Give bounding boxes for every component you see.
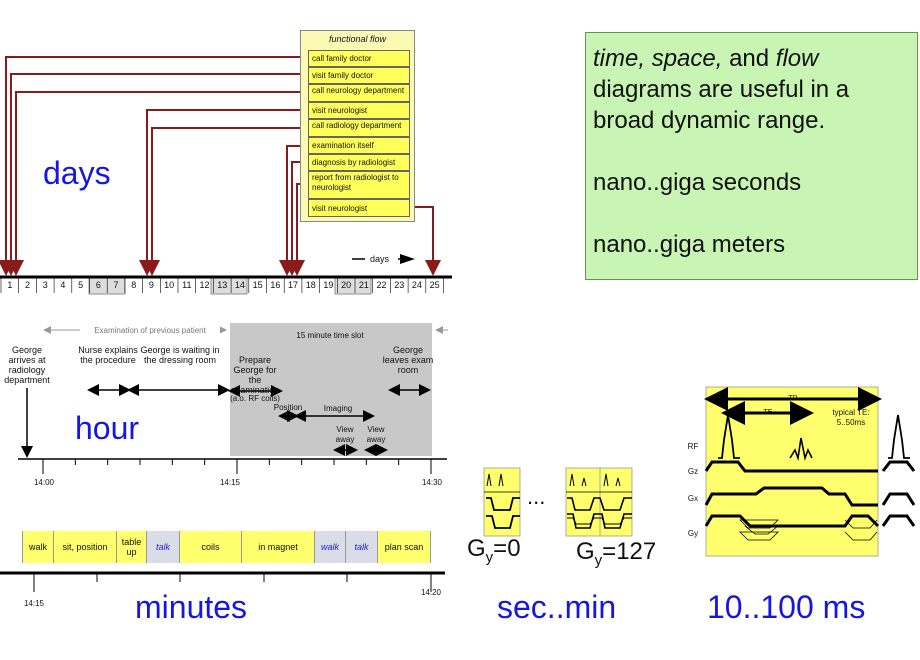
scale-label-hour: hour bbox=[75, 410, 140, 446]
tr-label: TR bbox=[788, 395, 798, 402]
row-label-gz: Gz bbox=[687, 467, 699, 476]
hour-axis-ticks bbox=[42, 459, 432, 474]
days-tick-label: 5 bbox=[78, 280, 84, 290]
label-leaves: George leaves exam room bbox=[382, 345, 434, 375]
label-rf-coils: (a.o. RF coils) bbox=[230, 394, 280, 403]
days-tick-label: 12 bbox=[199, 280, 210, 290]
minute-cell-plan: plan scan bbox=[378, 531, 431, 563]
scale-label-minutes: minutes bbox=[135, 589, 248, 625]
days-axis-ticks bbox=[0, 278, 444, 293]
days-tick-label: 18 bbox=[305, 280, 316, 290]
minutes-axis-ticks bbox=[33, 573, 432, 592]
days-tick-label: 10 bbox=[164, 280, 175, 290]
minute-cell-table: table up bbox=[117, 531, 147, 563]
note-line-1: time, space, and flow bbox=[593, 45, 819, 72]
functional-flow-title: functional flow bbox=[328, 34, 387, 44]
days-tick-label: 11 bbox=[182, 280, 192, 290]
days-tick-label: 2 bbox=[25, 280, 31, 290]
days-tick-label: 20 bbox=[341, 280, 352, 290]
days-tick-label: 4 bbox=[60, 280, 66, 290]
note-line-5: nano..giga meters bbox=[593, 231, 786, 258]
days-tick-label: 8 bbox=[131, 280, 137, 290]
hour-duration-arrows bbox=[87, 384, 431, 456]
gradient-step-first bbox=[483, 467, 521, 537]
scale-label-secmin: sec..min bbox=[497, 589, 617, 625]
pulse-sequence-diagram bbox=[704, 386, 916, 557]
functional-flow-box: functional flow call family doctor visit… bbox=[300, 30, 415, 222]
days-tick-label: 7 bbox=[113, 280, 119, 290]
row-label-gx: Gx bbox=[687, 494, 699, 503]
gy-127-label: Gy=127 bbox=[576, 538, 657, 569]
label-position: Position bbox=[273, 403, 303, 412]
hour-time-1400: 14:00 bbox=[33, 478, 55, 487]
hour-time-1415: 14:15 bbox=[219, 478, 241, 487]
minutes-time-1420: 14:20 bbox=[420, 588, 442, 597]
days-tick-label: 14 bbox=[234, 280, 245, 290]
note-line-2: diagrams are useful in a bbox=[593, 76, 850, 103]
label-view-away-2: View away bbox=[366, 425, 386, 444]
row-label-gy: Gy bbox=[687, 529, 699, 538]
minute-cell-walk-2: walk bbox=[315, 531, 346, 563]
flow-item: report from radiologist to neurologist bbox=[308, 171, 410, 199]
label-prepare: Prepare George for the examination bbox=[230, 355, 280, 395]
flow-item: call family doctor bbox=[308, 50, 410, 67]
flow-item: call radiology department bbox=[308, 119, 410, 137]
label-waiting: George is waiting in the dressing room bbox=[140, 345, 220, 365]
flow-item: visit neurologist bbox=[308, 199, 410, 217]
days-tick-label: 6 bbox=[95, 280, 101, 290]
minute-cell-magnet: in magnet bbox=[242, 531, 315, 563]
scale-label-ms: 10..100 ms bbox=[707, 589, 866, 625]
gy-ellipsis: ... bbox=[527, 484, 546, 509]
days-tick-label: 17 bbox=[288, 280, 299, 290]
days-tick-label: 3 bbox=[42, 280, 48, 290]
flow-item: visit neurologist bbox=[308, 102, 410, 119]
minute-cell-walk: walk bbox=[22, 531, 54, 563]
days-weekend-boxes bbox=[88, 277, 372, 295]
days-tick-label: 21 bbox=[358, 280, 369, 290]
scale-label-days: days bbox=[43, 155, 111, 191]
prev-patient-label: Examination of previous patient bbox=[80, 326, 220, 336]
te-label: TE bbox=[763, 409, 773, 416]
minute-cell-talk: talk bbox=[147, 531, 180, 563]
days-tick-label: 9 bbox=[148, 280, 154, 290]
note-box: time, space, and flow diagrams are usefu… bbox=[585, 32, 918, 280]
days-tick-label: 13 bbox=[217, 280, 228, 290]
days-tick-label: 24 bbox=[411, 280, 422, 290]
flow-item: visit family doctor bbox=[308, 67, 410, 84]
note-line-3: broad dynamic range. bbox=[593, 107, 826, 134]
label-view-away-1: View away bbox=[335, 425, 355, 444]
hour-time-1430: 14:30 bbox=[421, 478, 443, 487]
minute-cell-talk-2: talk bbox=[346, 531, 378, 563]
minutes-time-1415: 14:15 bbox=[23, 599, 45, 608]
typical-te-label: typical TE: bbox=[832, 408, 870, 417]
minute-cell-coils: coils bbox=[180, 531, 242, 563]
label-arrives: George arrives at radiology department bbox=[4, 345, 50, 385]
row-label-rf: RF bbox=[687, 442, 699, 451]
days-tick-label: 22 bbox=[376, 280, 387, 290]
days-tick-label: 16 bbox=[270, 280, 281, 290]
time-slot-label: 15 minute time slot bbox=[296, 331, 364, 340]
flow-item: examination itself bbox=[308, 137, 410, 154]
days-tick-label: 15 bbox=[252, 280, 263, 290]
flow-connectors bbox=[0, 56, 441, 276]
note-line-4: nano..giga seconds bbox=[593, 169, 802, 196]
days-legend-label: days bbox=[370, 254, 390, 264]
typical-te-value: 5..50ms bbox=[836, 418, 866, 427]
label-imaging: Imaging bbox=[323, 404, 353, 413]
days-tick-label: 25 bbox=[429, 280, 440, 290]
flow-item: call neurology department bbox=[308, 84, 410, 102]
flow-item: diagnosis by radiologist bbox=[308, 154, 410, 171]
days-tick-label: 1 bbox=[7, 280, 13, 290]
days-tick-label: 19 bbox=[323, 280, 334, 290]
days-tick-label: 23 bbox=[394, 280, 405, 290]
gradient-step-last bbox=[565, 467, 633, 537]
days-legend-arrow-icon bbox=[400, 254, 415, 264]
gy-zero-label: Gy=0 bbox=[467, 535, 521, 566]
minute-cell-sit: sit, position bbox=[54, 531, 117, 563]
label-nurse: Nurse explains the procedure bbox=[78, 345, 138, 365]
